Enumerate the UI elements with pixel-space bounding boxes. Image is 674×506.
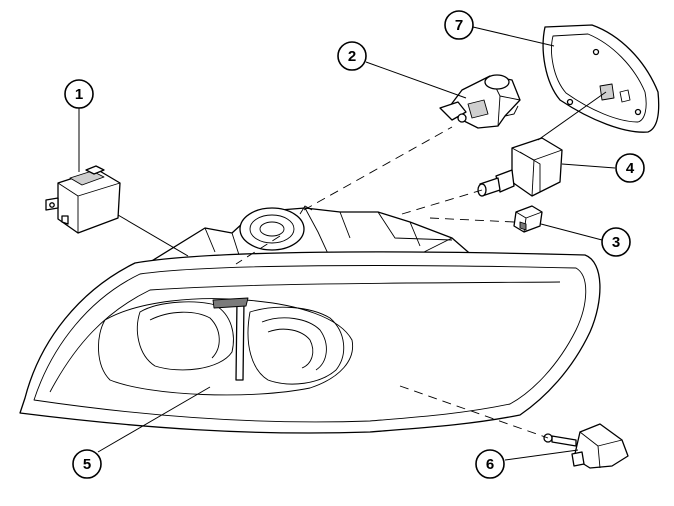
rear-cover — [542, 24, 660, 133]
svg-text:4: 4 — [626, 160, 635, 177]
control-module — [45, 165, 121, 234]
callout-7: 7 — [444, 10, 474, 40]
callout-3: 3 — [601, 227, 631, 257]
service-cap — [239, 207, 305, 251]
callout-4: 4 — [615, 153, 645, 183]
leader-7 — [472, 26, 555, 47]
leader-lines — [78, 26, 616, 461]
leader-4 — [561, 163, 616, 169]
callout-6: 6 — [475, 449, 505, 479]
callout-5: 5 — [72, 449, 102, 479]
leader-5 — [97, 386, 211, 453]
leader-6 — [504, 449, 579, 461]
leader-1b — [117, 214, 189, 257]
headlamp-assembly — [19, 205, 601, 434]
leader-2 — [365, 61, 467, 99]
svg-text:2: 2 — [348, 48, 356, 65]
leader-3 — [540, 223, 603, 241]
svg-text:7: 7 — [455, 17, 463, 34]
svg-text:6: 6 — [486, 456, 494, 473]
callout-2: 2 — [337, 41, 367, 71]
svg-text:5: 5 — [83, 456, 91, 473]
svg-text:1: 1 — [75, 86, 83, 103]
leader-7b — [537, 91, 607, 141]
headlamp-lens-outer — [19, 251, 601, 434]
svg-text:3: 3 — [612, 234, 620, 251]
bulb-holder — [439, 74, 521, 129]
xenon-bulb — [477, 137, 563, 197]
connector — [513, 205, 543, 233]
levelling-motor — [543, 423, 629, 469]
assembly-lines — [235, 126, 549, 439]
headlamp-lens-inner — [33, 265, 587, 423]
callout-1: 1 — [64, 79, 94, 109]
